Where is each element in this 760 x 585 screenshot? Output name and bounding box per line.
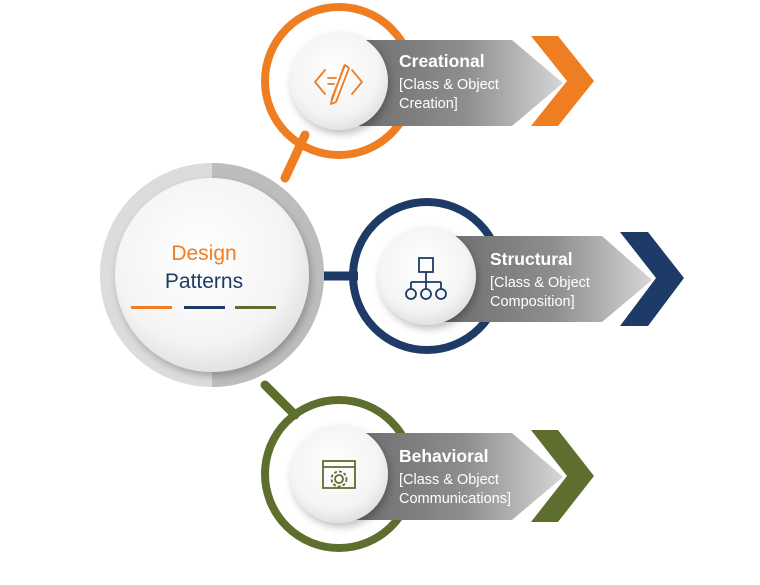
structural-chevron-icon [620, 232, 684, 326]
center-title-design: Design [171, 242, 237, 265]
behavioral-subtitle-line2: Communications] [399, 491, 512, 507]
window-gear-icon [322, 460, 356, 489]
code-pencil-icon [314, 64, 363, 105]
creational-subtitle-line2: Creation] [399, 96, 458, 112]
accent-line-olive [235, 306, 276, 309]
behavioral-title: Behavioral [399, 446, 489, 466]
accent-line-navy [184, 306, 225, 309]
connector-behavioral [260, 380, 300, 420]
structural-subtitle-line2: Composition] [490, 294, 575, 310]
creational-node [261, 3, 594, 159]
accent-line-orange [131, 306, 172, 309]
creational-title: Creational [399, 51, 485, 71]
behavioral-chevron-icon [531, 430, 594, 522]
structural-node [349, 198, 684, 354]
behavioral-subtitle-line1: [Class & Object [399, 472, 499, 488]
behavioral-node [261, 396, 594, 552]
center-title-patterns: Patterns [164, 270, 244, 293]
center-hub [100, 163, 324, 387]
structural-subtitle-line1: [Class & Object [490, 275, 590, 291]
creational-chevron-icon [531, 36, 594, 126]
hierarchy-icon [405, 257, 447, 300]
creational-subtitle-line1: [Class & Object [399, 77, 499, 93]
structural-title: Structural [490, 249, 573, 269]
